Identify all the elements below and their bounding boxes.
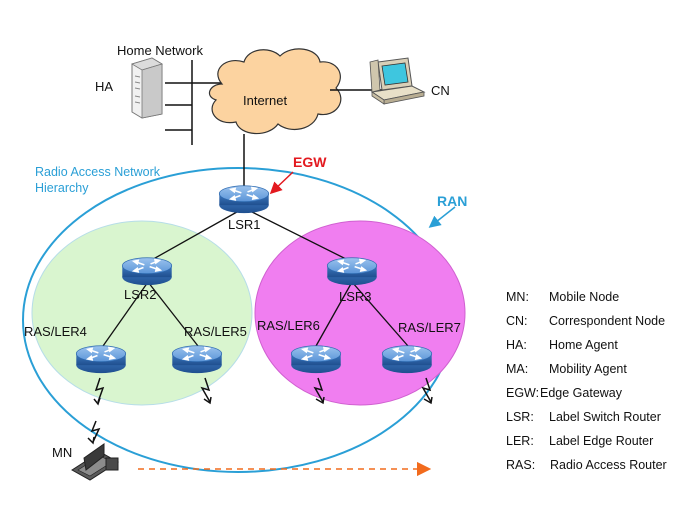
ras-ler4-label: RAS/LER4 xyxy=(24,324,87,339)
internet-cloud xyxy=(208,48,342,135)
egw-label: EGW xyxy=(293,154,327,170)
ras-ler6-label: RAS/LER6 xyxy=(257,318,320,333)
legend-item-ras: RAS: Radio Access Router xyxy=(506,455,686,479)
ran-label: RAN xyxy=(437,193,467,209)
legend-desc: Radio Access Router xyxy=(550,458,667,472)
router-icon-lsr2 xyxy=(121,256,173,286)
legend-abbr: CN: xyxy=(506,314,528,328)
ran-hierarchy-label-line1: Radio Access Network xyxy=(35,165,161,179)
server-icon xyxy=(131,57,163,119)
legend-item-ma: MA: Mobility Agent xyxy=(506,359,686,383)
router-icon-ras7 xyxy=(381,344,433,374)
lsr1-label: LSR1 xyxy=(228,217,261,232)
home-network-label: Home Network xyxy=(117,43,203,58)
legend-abbr: HA: xyxy=(506,338,527,352)
internet-label: Internet xyxy=(243,93,287,108)
cn-label: CN xyxy=(431,83,450,98)
ran-hierarchy-label-line2: Hierarchy xyxy=(35,181,89,195)
legend-desc: Label Switch Router xyxy=(549,410,661,424)
legend-abbr: LSR: xyxy=(506,410,534,424)
router-icon-ras6 xyxy=(290,344,342,374)
lsr3-domain xyxy=(254,220,466,406)
legend-desc: Label Edge Router xyxy=(549,434,654,448)
legend-desc: Mobile Node xyxy=(549,290,620,304)
laptop-icon xyxy=(71,443,119,481)
legend-abbr: MA: xyxy=(506,362,529,376)
lsr2-label: LSR2 xyxy=(124,287,157,302)
ran-arrow xyxy=(428,206,456,228)
router-icon-lsr1 xyxy=(218,184,270,214)
router-icon-ras4 xyxy=(75,344,127,374)
legend-desc: Mobility Agent xyxy=(549,362,627,376)
legend-abbr: RAS: xyxy=(506,458,536,472)
ha-label: HA xyxy=(95,79,113,94)
legend-item-ler: LER: Label Edge Router xyxy=(506,431,686,455)
ras-ler7-label: RAS/LER7 xyxy=(398,320,461,335)
wireless-link-icon xyxy=(87,377,433,445)
legend-abbr: EGW: xyxy=(506,386,540,400)
workstation-icon xyxy=(369,57,426,105)
mn-label: MN xyxy=(52,445,72,460)
legend-desc: Correspondent Node xyxy=(549,314,666,328)
legend-item-mn: MN: Mobile Node xyxy=(506,287,686,311)
legend-item-cn: CN: Correspondent Node xyxy=(506,311,686,335)
legend-abbr: MN: xyxy=(506,290,529,304)
router-icon-lsr3 xyxy=(326,256,378,286)
lsr3-label: LSR3 xyxy=(339,289,372,304)
home-network-bus xyxy=(165,60,225,145)
legend-item-ha: HA: Home Agent xyxy=(506,335,686,359)
router-icon-ras5 xyxy=(171,344,223,374)
egw-arrow xyxy=(269,171,294,195)
ras-ler5-label: RAS/LER5 xyxy=(184,324,247,339)
legend-item-egw: EGW: Edge Gateway xyxy=(506,383,686,407)
legend-desc: Edge Gateway xyxy=(540,386,622,400)
tree-links xyxy=(102,207,409,347)
legend-item-lsr: LSR: Label Switch Router xyxy=(506,407,686,431)
lsr2-domain xyxy=(31,220,253,406)
legend-desc: Home Agent xyxy=(549,338,618,352)
legend-abbr: LER: xyxy=(506,434,534,448)
legend: MN: Mobile Node CN: Correspondent Node H… xyxy=(506,287,686,479)
